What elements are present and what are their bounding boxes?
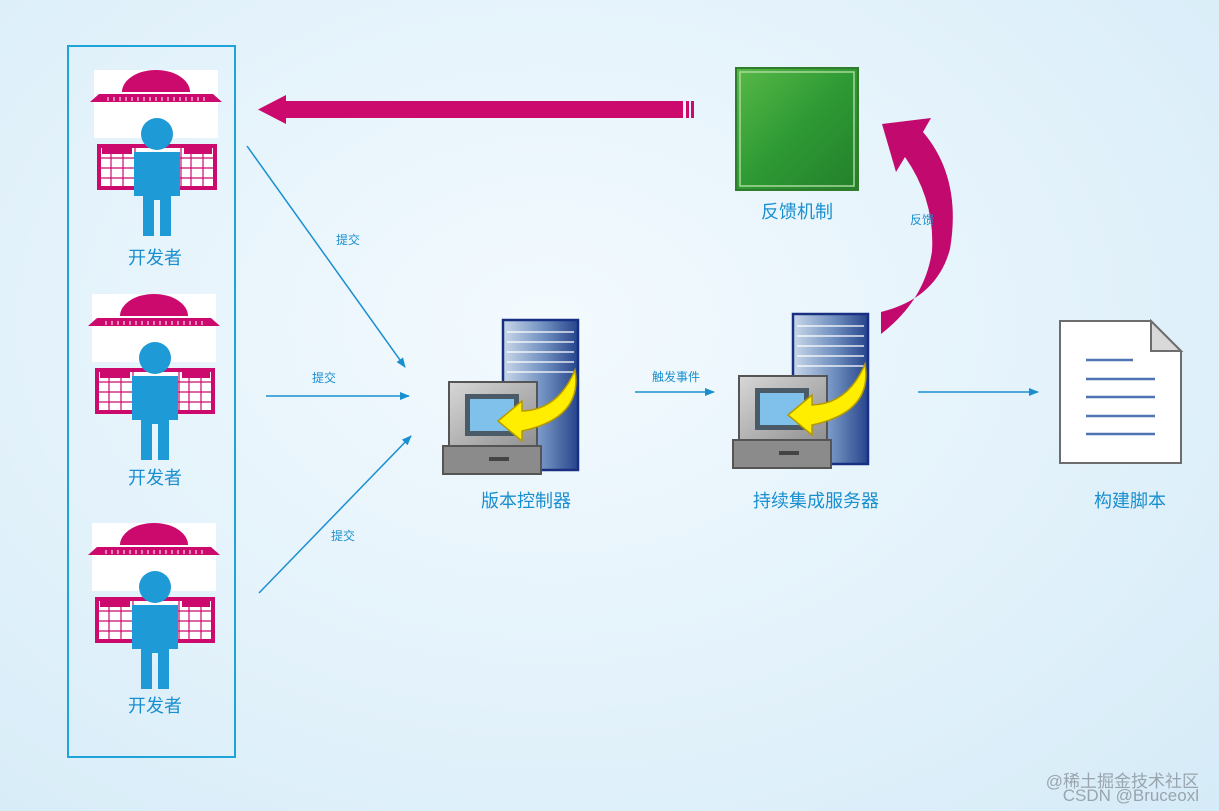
- developers-group-box: [67, 45, 236, 758]
- developer-label: 开发者: [128, 248, 182, 269]
- commit-label: 提交: [330, 529, 356, 543]
- version-control-label: 版本控制器: [481, 491, 571, 512]
- document-icon: [1059, 318, 1184, 464]
- ci-server-icon: [731, 312, 870, 470]
- watermark-line-2: CSDN @Bruceoxl: [1062, 786, 1199, 805]
- developer-icon: [86, 292, 222, 462]
- feedback-box-label: 反馈机制: [761, 202, 833, 223]
- feedback-curve-arrow: [881, 118, 953, 334]
- commit-arrow: [258, 435, 412, 594]
- feedback-box: [735, 67, 859, 191]
- commit-label: 提交: [311, 371, 337, 385]
- developer-icon: [86, 521, 222, 691]
- feedback-return-arrow: [258, 95, 694, 124]
- commit-arrow: [246, 145, 406, 368]
- developer-label: 开发者: [128, 468, 182, 489]
- version-control-icon: [441, 318, 580, 476]
- feedback-edge-label: 反馈: [909, 213, 935, 227]
- developer-icon: [88, 68, 224, 238]
- build-script-label: 构建脚本: [1094, 491, 1166, 512]
- developer-label: 开发者: [128, 696, 182, 717]
- watermark-line-1: @稀土掘金技术社区: [1045, 772, 1199, 791]
- ci-server-label: 持续集成服务器: [753, 491, 879, 512]
- commit-label: 提交: [335, 233, 361, 247]
- trigger-label: 触发事件: [651, 370, 701, 384]
